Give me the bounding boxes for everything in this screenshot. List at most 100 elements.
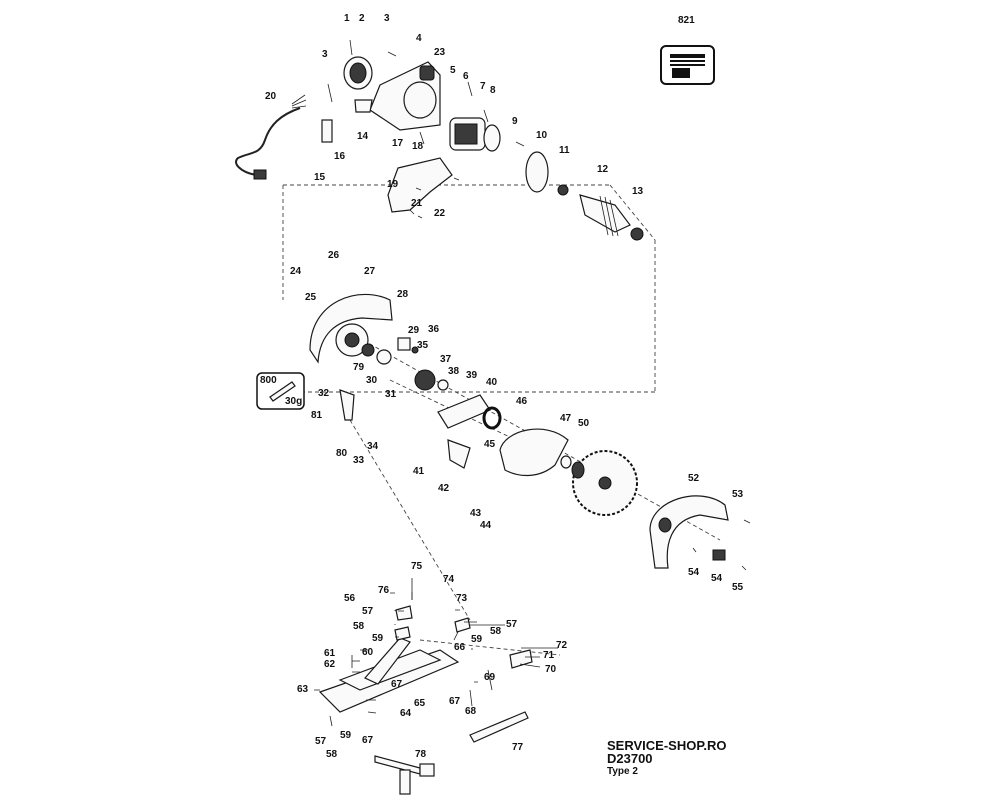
screws-lower [329, 519, 751, 727]
part-label: 15 [314, 172, 326, 183]
part-label: 23 [434, 47, 446, 58]
part-label: 70 [545, 664, 557, 675]
armature-icon [579, 194, 644, 241]
part-label: 80 [336, 448, 348, 459]
part-label: 50 [578, 418, 590, 429]
part-label: 31 [385, 389, 397, 400]
part-label: 3 [384, 13, 390, 24]
part-label: 11 [559, 145, 570, 156]
part-label: 55 [732, 582, 744, 593]
bearing-icon [557, 184, 569, 196]
part-label: 30 [366, 375, 378, 386]
part-label: 56 [344, 593, 356, 604]
part-label: 28 [397, 289, 409, 300]
gear-case-icon [414, 369, 491, 429]
part-label: 34 [367, 441, 379, 452]
part-label: 26 [328, 250, 340, 261]
part-label: 62 [324, 659, 336, 670]
brand-block: SERVICE-SHOP.RO D23700 Type 2 [607, 739, 726, 778]
assembly-line-upper [282, 184, 656, 393]
part-label: 29 [408, 325, 420, 336]
grease-amount: 30g [285, 396, 302, 407]
part-label: 36 [428, 324, 440, 335]
retaining-ring-icon [482, 406, 502, 430]
part-label: 9 [512, 116, 518, 127]
field-coil-icon [449, 117, 501, 152]
part-label: 4 [416, 33, 422, 44]
part-label: 81 [311, 410, 323, 421]
part-label: 6 [463, 71, 469, 82]
screws-upper [327, 39, 525, 219]
part-label: 3 [322, 49, 328, 60]
part-label: 79 [353, 362, 365, 373]
assembly-line-base [349, 419, 561, 656]
part-label: 37 [440, 354, 452, 365]
brush-holder-icon [343, 56, 373, 90]
part-label: 13 [632, 186, 644, 197]
part-label: 10 [536, 130, 548, 141]
part-label: 43 [470, 508, 482, 519]
part-label: 25 [305, 292, 317, 303]
part-label: 35 [417, 340, 429, 351]
saw-blade-icon [572, 450, 638, 516]
part-label: 17 [392, 138, 404, 149]
part-label: 68 [465, 706, 477, 717]
part-label: 65 [414, 698, 426, 709]
handle-switch-icon [321, 99, 453, 213]
type-label: Type 2 [607, 766, 638, 777]
lower-blade-guard-icon [499, 428, 569, 476]
grease-callout-icon [256, 372, 305, 410]
part-labels: 1 2 3 3 4 5 6 7 8 9 10 11 12 13 14 15 16… [260, 13, 744, 760]
part-label: 53 [732, 489, 744, 500]
part-label: 66 [454, 642, 466, 653]
part-label: 57 [315, 736, 327, 747]
assembly-line-center [344, 329, 721, 541]
part-label: 22 [434, 208, 446, 219]
part-label: 67 [362, 735, 374, 746]
part-label: 1 [344, 13, 350, 24]
part-label: 27 [364, 266, 376, 277]
part-label: 73 [456, 593, 468, 604]
part-label: 8 [490, 85, 496, 96]
base-shoe-icon [318, 637, 460, 713]
lever-icon [339, 389, 471, 469]
part-label: 74 [443, 574, 455, 585]
part-label: 21 [411, 198, 423, 209]
part-label: 5 [450, 65, 456, 76]
motor-housing-icon [369, 61, 441, 131]
part-label: 32 [318, 388, 330, 399]
part-label: 67 [391, 679, 403, 690]
part-label: 64 [400, 708, 412, 719]
part-label: 60 [362, 647, 374, 658]
part-label: 38 [448, 366, 460, 377]
part-label: 78 [415, 749, 427, 760]
part-label: 58 [490, 626, 502, 637]
label-plate-icon [660, 45, 715, 85]
part-label: 20 [265, 91, 277, 102]
part-label: 76 [378, 585, 390, 596]
part-label: 14 [357, 131, 369, 142]
part-label: 45 [484, 439, 496, 450]
part-label: 44 [480, 520, 492, 531]
part-label: 71 [543, 650, 555, 661]
stationary-guard-icon [649, 495, 729, 569]
model-number: D23700 [607, 751, 653, 766]
upper-blade-guard-icon [309, 293, 393, 364]
part-label: 16 [334, 151, 346, 162]
bevel-bracket-icon [394, 605, 533, 669]
part-label: 69 [484, 672, 496, 683]
fan-baffle-icon [525, 151, 549, 193]
part-label: 42 [438, 483, 450, 494]
part-label: 41 [413, 466, 425, 477]
part-label: 18 [412, 141, 424, 152]
part-label: 46 [516, 396, 528, 407]
grease-callout: 800 [260, 375, 277, 386]
part-label: 59 [372, 633, 384, 644]
part-label: 57 [506, 619, 518, 630]
part-label: 19 [387, 179, 399, 190]
part-label: 33 [353, 455, 365, 466]
rip-fence-icon [469, 711, 529, 743]
part-label: 12 [597, 164, 609, 175]
part-label: 58 [326, 749, 338, 760]
brand-site: SERVICE-SHOP.RO [607, 738, 727, 753]
